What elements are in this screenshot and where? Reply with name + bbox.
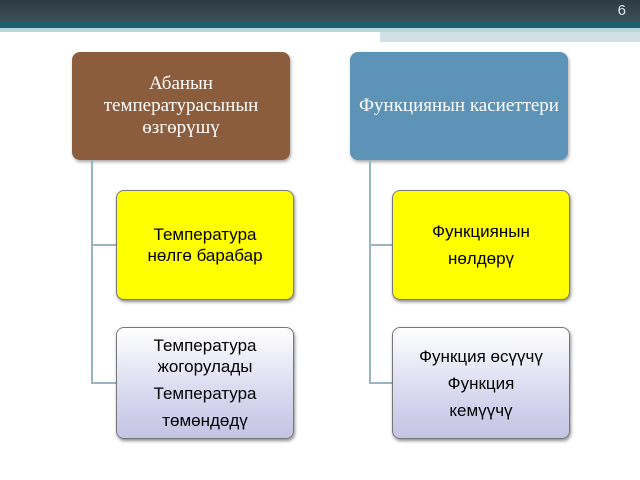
left-connector-branch-2 xyxy=(91,382,116,384)
right-box-function-zeros: Функциянын нөлдөрү xyxy=(392,190,570,300)
right-box2-line2: Функция xyxy=(447,373,515,393)
left-box-zero-temperature: Температура нөлгө барабар xyxy=(116,190,294,300)
left-box2-line1: Температура жогорулады xyxy=(153,336,257,376)
right-box-function-monotonic: Функция өсүүчү Функция кемүүчү xyxy=(392,327,570,439)
accent-band xyxy=(0,22,640,28)
right-connector-branch-1 xyxy=(369,244,392,246)
right-box2-line1: Функция өсүүчү xyxy=(419,346,543,366)
right-box1-line2: нөлдөрү xyxy=(447,249,515,268)
left-header: Абанын температурасынын өзгөрүшү xyxy=(72,52,290,160)
top-bar xyxy=(0,0,640,22)
left-box2-line2: Температура xyxy=(153,384,257,403)
right-header: Функциянын касиеттери xyxy=(350,52,568,160)
right-box2-line3: кемүүчү xyxy=(449,400,513,420)
right-connector-vertical xyxy=(369,160,371,384)
left-box1-line1: Температура xyxy=(153,225,257,244)
accent-band-light xyxy=(0,28,640,32)
left-box-temperature-change: Температура жогорулады Температура төмөн… xyxy=(116,327,294,439)
right-connector-branch-2 xyxy=(369,382,392,384)
right-box1-line1: Функциянын xyxy=(432,222,530,241)
left-connector-branch-1 xyxy=(91,244,116,246)
slide-number: 6 xyxy=(617,2,626,19)
left-header-text: Абанын температурасынын өзгөрүшү xyxy=(103,73,259,138)
left-connector-vertical xyxy=(91,160,93,384)
left-box1-line2: нөлгө барабар xyxy=(147,246,263,265)
accent-band-right xyxy=(380,32,640,42)
right-header-text: Функциянын касиеттери xyxy=(359,95,559,116)
left-box2-line3: төмөндөдү xyxy=(162,411,248,430)
